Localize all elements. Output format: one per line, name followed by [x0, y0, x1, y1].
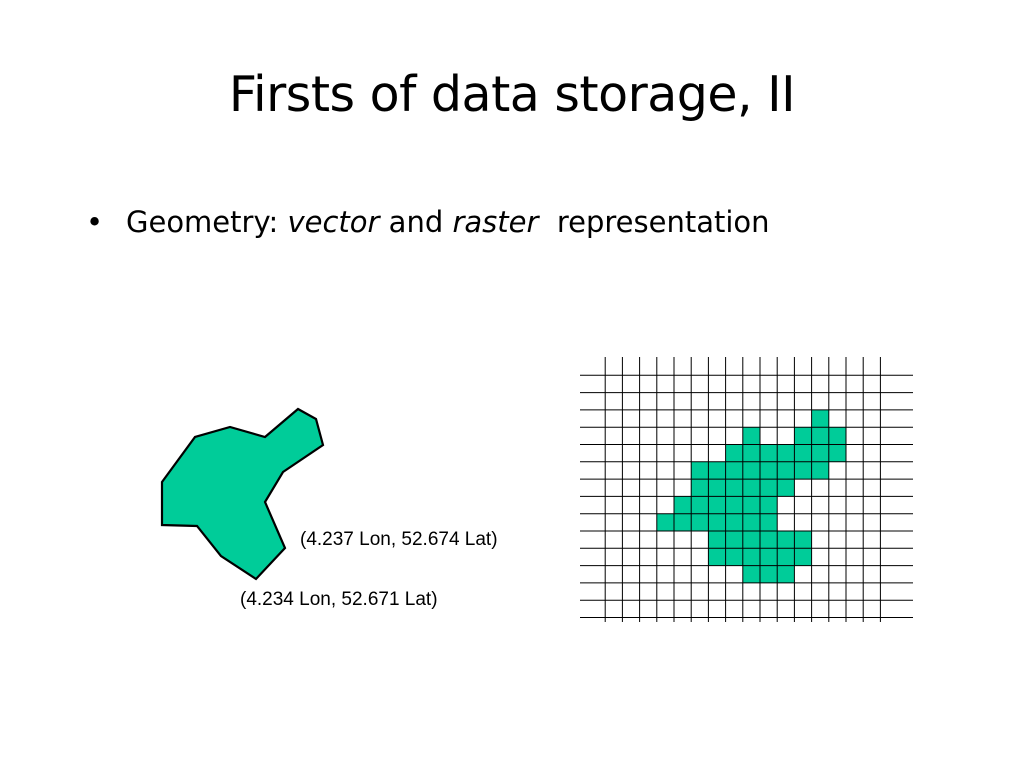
bullet-item: • Geometry: vector and raster representat…	[86, 205, 770, 240]
raster-cell-filled	[760, 513, 778, 531]
raster-cell-filled	[828, 427, 846, 445]
raster-cell-filled	[708, 461, 726, 480]
raster-cell-filled	[777, 461, 795, 480]
raster-cell-filled	[708, 513, 726, 531]
raster-cell-filled	[760, 479, 778, 497]
raster-cell-filled	[725, 461, 743, 480]
raster-cell-filled	[760, 461, 778, 480]
raster-cell-filled	[811, 461, 829, 480]
raster-cell-filled	[760, 565, 778, 583]
raster-cell-filled	[742, 548, 760, 566]
raster-cell-filled	[811, 444, 829, 462]
raster-cell-filled	[725, 531, 743, 549]
coordinate-label-upper: (4.237 Lon, 52.674 Lat)	[300, 529, 498, 550]
slide-title: Firsts of data storage, II	[228, 66, 796, 123]
raster-cell-filled	[742, 461, 760, 480]
raster-cell-filled	[760, 444, 778, 462]
raster-cell-filled	[794, 531, 812, 549]
raster-cell-filled	[708, 548, 726, 566]
raster-cell-filled	[777, 565, 795, 583]
raster-cell-filled	[691, 513, 709, 531]
raster-cell-filled	[777, 531, 795, 549]
raster-cell-filled	[742, 565, 760, 583]
raster-cell-filled	[708, 479, 726, 497]
raster-cell-filled	[691, 461, 709, 480]
raster-cell-filled	[777, 479, 795, 497]
raster-cell-filled	[742, 427, 760, 445]
raster-cell-filled	[742, 479, 760, 497]
raster-cell-filled	[742, 513, 760, 531]
raster-cell-filled	[760, 496, 778, 514]
raster-cell-filled	[777, 444, 795, 462]
vector-polygon-figure	[160, 407, 325, 581]
bullet-middle: and	[379, 205, 453, 239]
raster-cell-filled	[708, 531, 726, 549]
raster-cell-filled	[794, 427, 812, 445]
raster-cell-filled	[725, 479, 743, 497]
bullet-prefix: Geometry:	[126, 205, 288, 239]
raster-cell-filled	[794, 444, 812, 462]
bullet-marker: •	[86, 205, 104, 239]
vector-polygon	[160, 407, 325, 581]
raster-cell-filled	[811, 409, 829, 428]
raster-cell-filled	[725, 444, 743, 462]
raster-cells	[656, 409, 846, 583]
raster-cell-filled	[708, 496, 726, 514]
raster-cell-filled	[742, 531, 760, 549]
bullet-term-raster: raster	[452, 205, 539, 239]
raster-cell-filled	[760, 531, 778, 549]
raster-cell-filled	[794, 548, 812, 566]
raster-cell-filled	[742, 444, 760, 462]
raster-cell-filled	[725, 496, 743, 514]
raster-cell-filled	[725, 548, 743, 566]
raster-cell-filled	[691, 479, 709, 497]
raster-cell-filled	[811, 427, 829, 445]
raster-cell-filled	[674, 496, 692, 514]
raster-cell-filled	[656, 513, 674, 531]
raster-grid-figure	[580, 357, 913, 622]
raster-cell-filled	[828, 444, 846, 462]
raster-cell-filled	[760, 548, 778, 566]
raster-cell-filled	[794, 461, 812, 480]
raster-grid-lines	[580, 357, 913, 622]
bullet-suffix: representation	[538, 205, 770, 239]
raster-cell-filled	[742, 496, 760, 514]
raster-cell-filled	[725, 513, 743, 531]
coordinate-label-lower: (4.234 Lon, 52.671 Lat)	[240, 589, 438, 610]
raster-cell-filled	[674, 513, 692, 531]
raster-cell-filled	[691, 496, 709, 514]
raster-cell-filled	[777, 548, 795, 566]
bullet-term-vector: vector	[287, 205, 380, 239]
